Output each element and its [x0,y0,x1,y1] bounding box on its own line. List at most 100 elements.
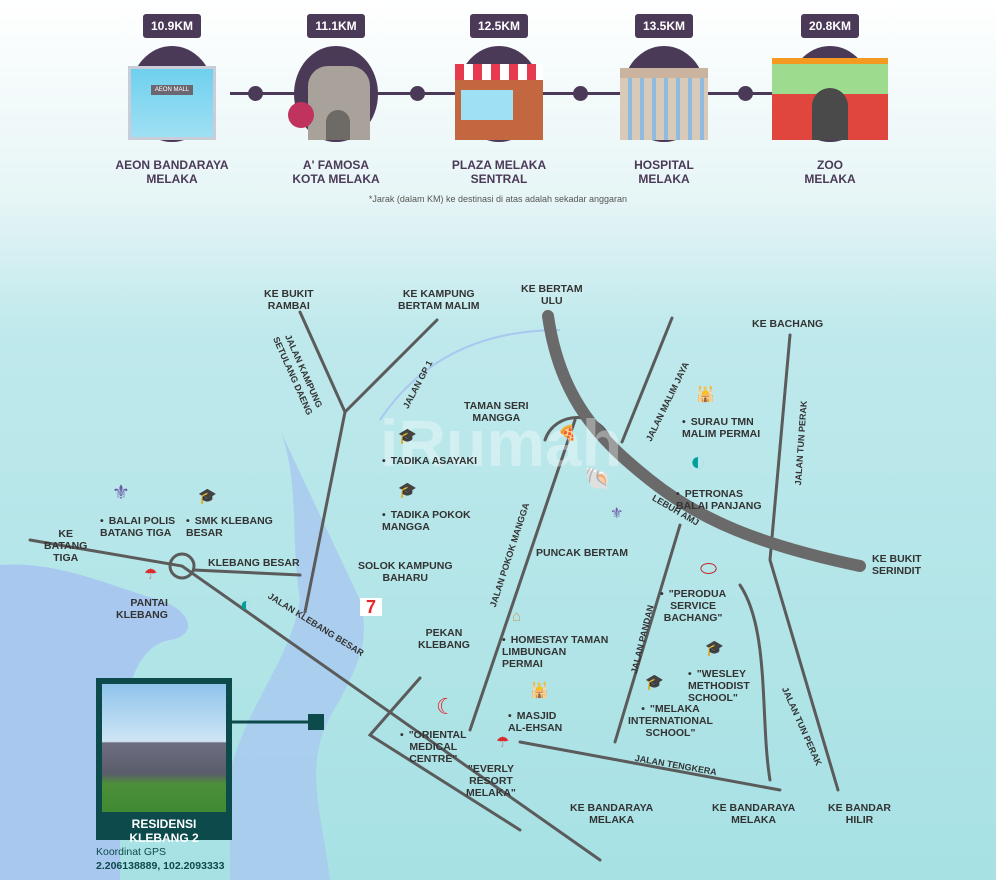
poi-oriental-medical: "ORIENTAL MEDICAL CENTRE" [400,729,467,765]
shell-logo-icon: 🐚 [584,466,612,491]
direction-kampung-bertam: KE KAMPUNG BERTAM MALIM [398,288,480,312]
mosque-icon: 🕌 [530,682,549,699]
property-photo-card[interactable]: RESIDENSI KLEBANG 2 [96,678,232,845]
poi-balai-polis: BALAI POLIS BATANG TIGA [100,515,175,539]
poi-tadika-pokok-mangga: TADIKA POKOK MANGGA [382,509,471,533]
direction-bandar-hilir: KE BANDAR HILIR [828,802,891,826]
destination-name: KOTA MELAKA [292,172,380,186]
area-pekan-klebang: PEKAN KLEBANG [418,627,470,651]
gps-coordinates[interactable]: 2.206138889, 102.2093333 [96,860,225,872]
destination-name: A' FAMOSA [302,158,370,172]
police-emblem-icon: ⚜ [112,482,130,504]
poi-tadika-asayaki: TADIKA ASAYAKI [382,455,477,467]
petronas-logo-icon: ◐ [240,594,253,616]
distance-badge: 11.1KM [307,14,365,38]
poi-perodua: "PERODUA SERVICE BACHANG" [660,588,726,624]
watermark: iRumah [380,406,623,480]
school-icon: 🎓 [398,428,417,445]
direction-batang-tiga: KE BATANG TIGA [44,528,88,564]
poi-masjid: MASJID AL-EHSAN [508,710,562,734]
zoo-gate-icon [772,58,888,140]
school-icon: 🎓 [705,640,724,657]
poi-homestay: HOMESTAY TAMAN LIMBUNGAN PERMAI [502,634,608,670]
beach-umbrella-icon: ☂ [144,566,158,583]
timeline-dot [410,86,425,101]
direction-bukit-serindit: KE BUKIT SERINDIT [872,553,922,577]
destination-name: PLAZA MELAKA [451,158,547,172]
timeline-dot [248,86,263,101]
poi-everly-resort: "EVERLY RESORT MELAKA" [466,763,516,799]
road-pekan [367,676,522,832]
sea-water [0,564,189,880]
gps-block: Koordinat GPS 2.206138889, 102.2093333 [96,845,224,873]
distance-badge: 13.5KM [634,14,694,38]
timeline-dot [573,86,588,101]
poi-petronas: PETRONAS BALAI PANJANG [676,488,762,512]
road-tengkera [518,740,782,792]
destination-name: AEON BANDARAYA [115,158,229,172]
mall-sign: AEON MALL [151,85,193,95]
trishaw-icon [288,102,314,128]
road-tun-perak [768,333,840,792]
destination-name: HOSPITAL [634,158,694,172]
mall-building-icon: AEON MALL [128,66,216,140]
fort-ruins-icon [308,66,370,140]
red-crescent-icon: ☾ [436,694,456,719]
road-gp1 [343,318,439,414]
area-puncak-bertam: PUNCAK BERTAM [536,547,628,559]
direction-bandaraya-2: KE BANDARAYA MELAKA [712,802,796,826]
roundabout [168,552,196,580]
distance-footnote: *Jarak (dalam KM) ke destinasi di atas a… [368,194,628,204]
police-emblem-icon: ⚜ [610,505,624,522]
destination-name: MELAKA [804,172,856,186]
poi-smk-klebang: SMK KLEBANG BESAR [186,515,273,539]
area-solok-kampung-baharu: SOLOK KAMPUNG BAHARU [358,560,453,584]
area-klebang-besar: KLEBANG BESAR [208,557,300,569]
destination-name: MELAKA [146,172,198,186]
direction-bandaraya-1: KE BANDARAYA MELAKA [570,802,654,826]
direction-bertam-ulu: KE BERTAM ULU [521,283,583,307]
road-pokok-mangga [468,418,577,732]
destination-name: ZOO [817,158,843,172]
stream [379,329,561,421]
seven-eleven-logo-icon: 7 [360,598,382,616]
destination-name: MELAKA [638,172,690,186]
gps-label: Koordinat GPS [96,846,167,858]
school-icon: 🎓 [198,488,217,505]
direction-bukit-rambai: KE BUKIT RAMBAI [264,288,314,312]
school-icon: 🎓 [398,482,417,499]
house-icon: ⌂ [512,608,522,625]
road-malim-jaya [620,316,674,444]
distance-badge: 20.8KM [800,14,860,38]
timeline-dot [738,86,753,101]
poi-surau: SURAU TMN MALIM PERMAI [682,416,760,440]
river [230,430,364,880]
property-marker [308,714,324,730]
petronas-logo-icon: ◐ [690,446,706,476]
poi-melaka-international: "MELAKA INTERNATIONAL SCHOOL" [628,703,713,739]
road-klebang-besar-west [192,568,302,577]
pizza-hut-logo-icon: 🍕 [558,425,577,442]
poi-pantai-klebang: PANTAI KLEBANG [116,597,168,621]
beach-umbrella-icon: ☂ [496,734,510,751]
hospital-building-icon [620,68,708,140]
mosque-icon: 🕌 [696,386,715,403]
road-pandan [613,523,682,744]
distance-badge: 10.9KM [142,14,202,38]
road-east [738,583,772,782]
property-name: RESIDENSI KLEBANG 2 [129,817,199,845]
shop-icon [455,64,543,140]
perodua-logo-icon: ⬭ [700,558,718,580]
poi-wesley: "WESLEY METHODIST SCHOOL" [688,668,750,704]
direction-bachang: KE BACHANG [752,318,824,330]
road-lebuh-amj [542,310,866,572]
area-taman-seri-mangga: TAMAN SERI MANGGA [464,400,529,424]
distance-badge: 12.5KM [469,14,529,38]
school-icon: 🎓 [645,674,664,691]
